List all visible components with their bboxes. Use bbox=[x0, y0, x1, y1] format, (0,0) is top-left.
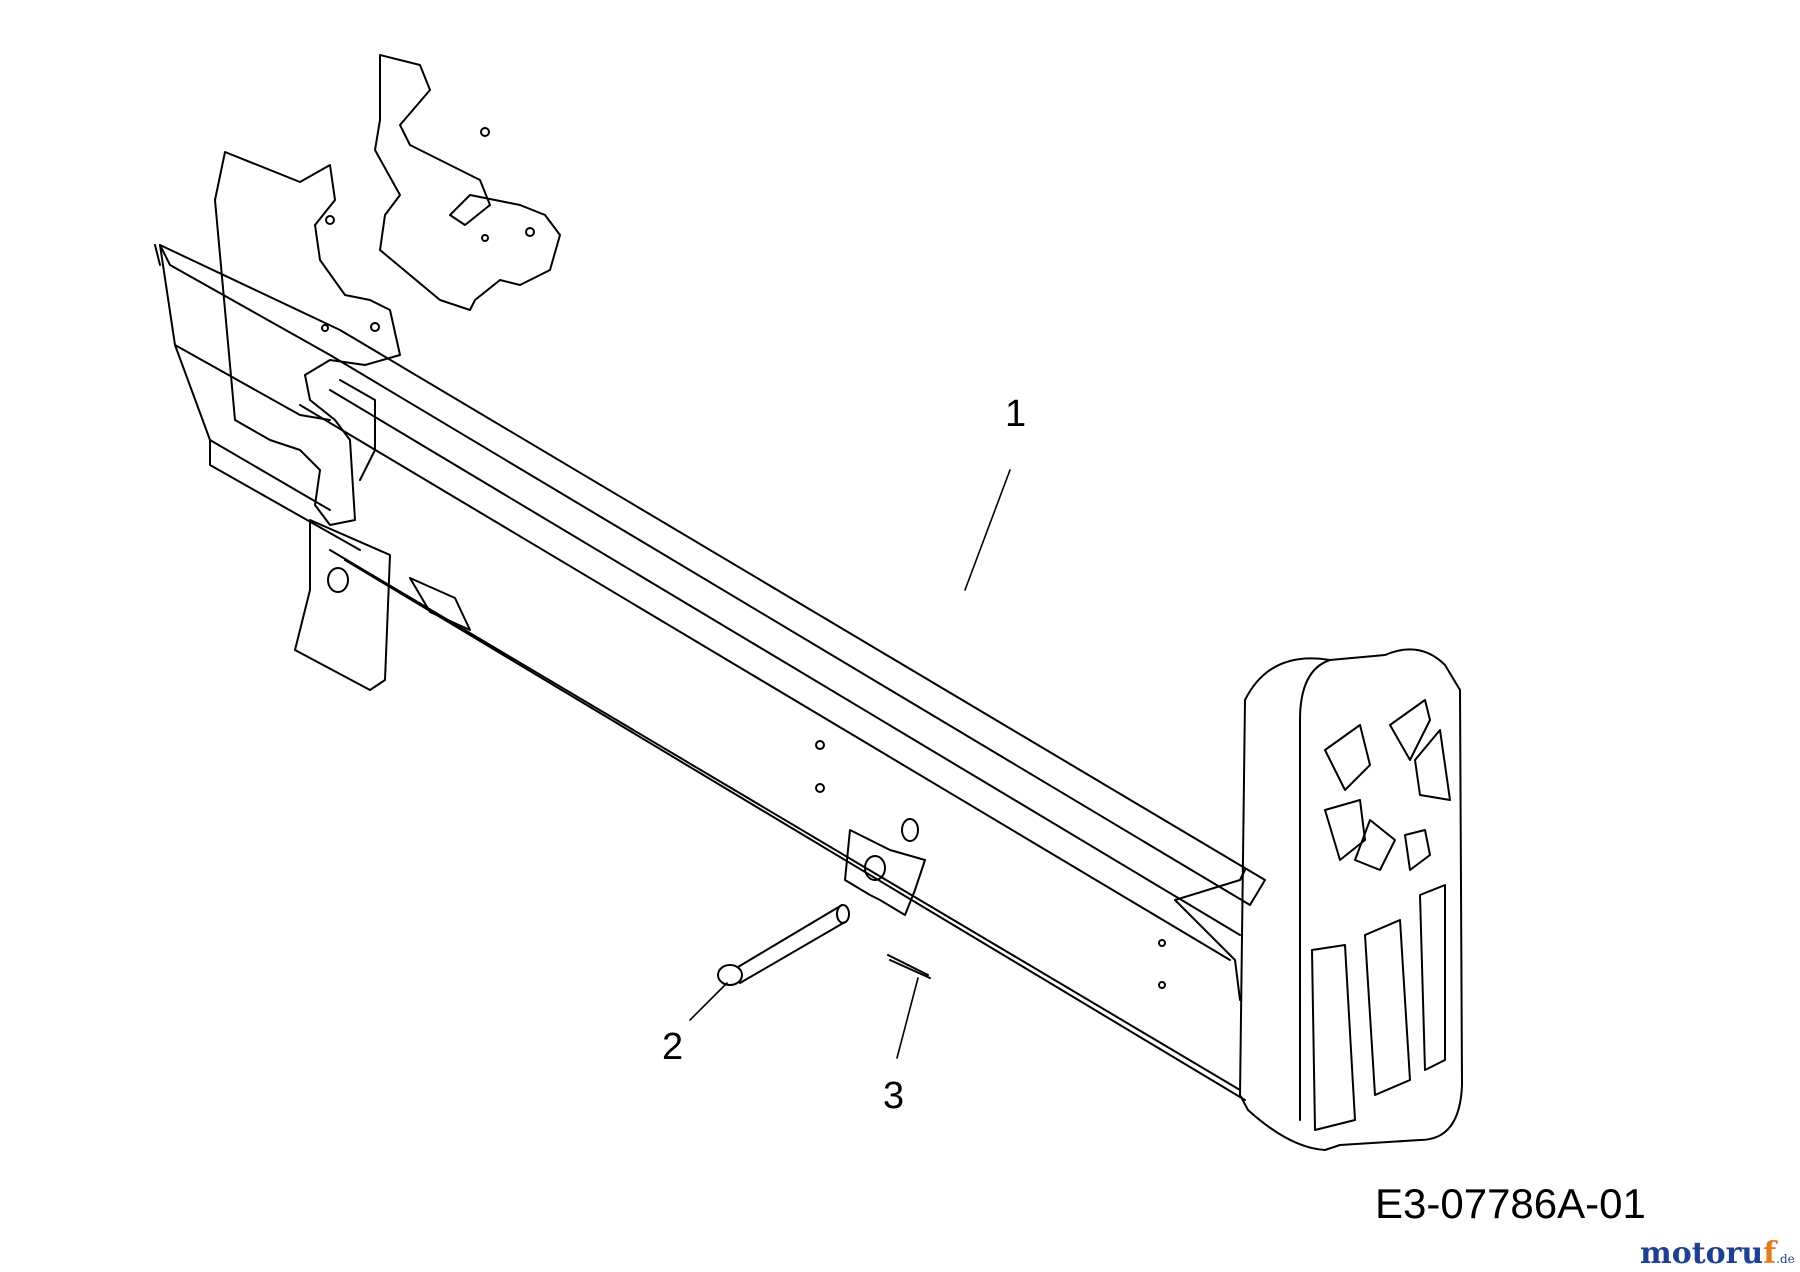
watermark-logo: motoruf.de bbox=[1640, 1236, 1795, 1271]
leader-line-1 bbox=[964, 469, 1011, 591]
callout-number-1: 1 bbox=[1005, 393, 1027, 435]
watermark-tld: .de bbox=[1776, 1252, 1795, 1266]
callout-number-3: 3 bbox=[883, 1075, 905, 1117]
beam-part-1 bbox=[154, 54, 1463, 1151]
pin-part-2 bbox=[717, 904, 850, 986]
cotter-pin-part-3 bbox=[887, 954, 931, 979]
leader-line-3 bbox=[896, 977, 919, 1059]
drawing-code: E3-07786A-01 bbox=[1375, 1180, 1646, 1227]
callout-number-2: 2 bbox=[662, 1026, 684, 1068]
leader-line-2 bbox=[689, 982, 728, 1021]
watermark-accent: f bbox=[1763, 1236, 1777, 1271]
watermark-brand: motoru bbox=[1640, 1236, 1764, 1271]
